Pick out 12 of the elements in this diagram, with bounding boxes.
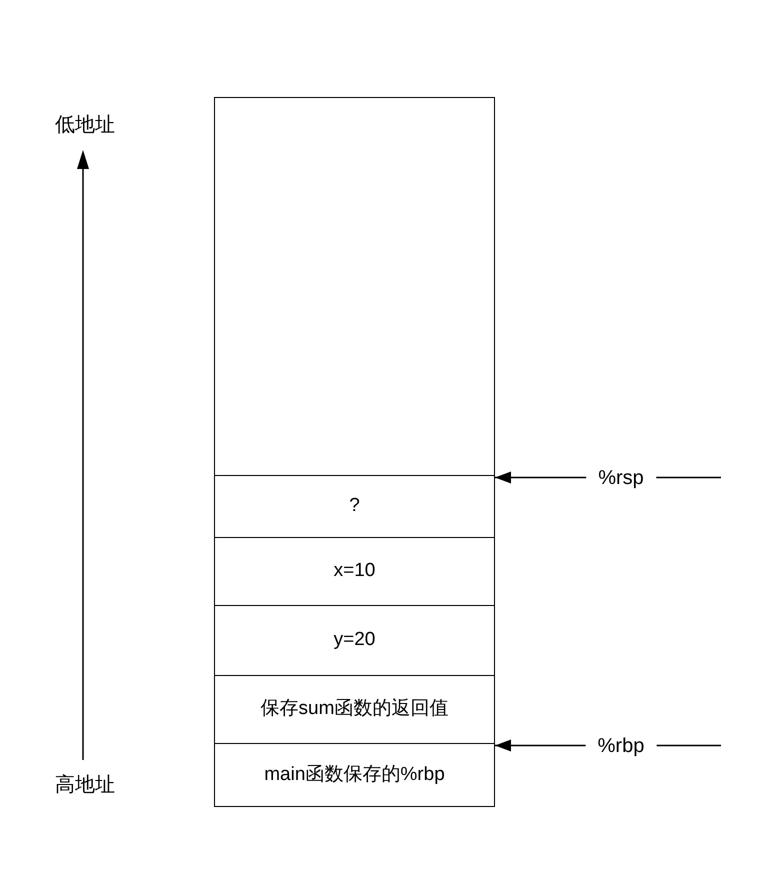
slot-text: ?: [349, 495, 360, 518]
stack-slot: [214, 537, 495, 605]
stack-slot: [214, 675, 495, 743]
stack-slot: [214, 475, 495, 537]
slot-text: y=20: [334, 629, 376, 652]
stack-slot: [214, 605, 495, 675]
slot-text: x=10: [334, 560, 376, 583]
address-label: 低地址: [55, 113, 115, 137]
address-label: 高地址: [55, 773, 115, 797]
stack-slot: [214, 743, 495, 807]
slot-text: main函数保存的%rbp: [264, 764, 445, 786]
slot-text: 保存sum函数的返回值: [260, 698, 448, 721]
